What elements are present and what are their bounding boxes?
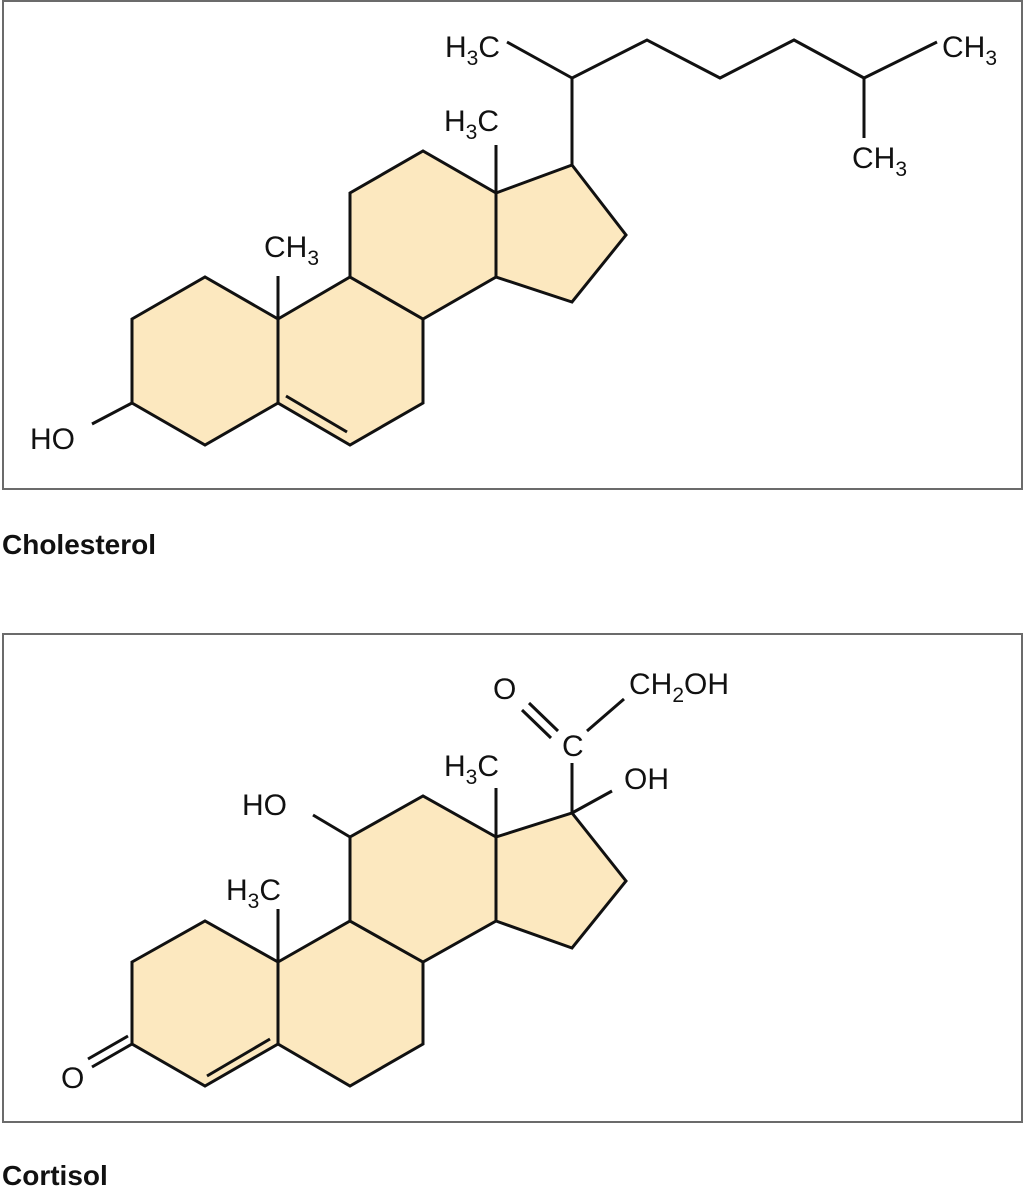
cholesterol-ring-a [130, 275, 280, 447]
cortisol-co-double-2 [520, 708, 553, 740]
cholesterol-label-ch3-right: CH3 [942, 31, 997, 70]
cholesterol-caption: Cholesterol [2, 529, 157, 560]
cholesterol-ring-d [494, 163, 628, 304]
cholesterol-label-h3c-side: H3C [445, 31, 500, 70]
cortisol-ch2oh-bond [586, 697, 625, 733]
cortisol-label-o-ring: O [61, 1062, 84, 1095]
cortisol-ring-d [494, 811, 628, 950]
cholesterol-ho-bond [91, 401, 133, 426]
cortisol-label-oh-ring: OH [624, 763, 669, 796]
cortisol-label-h3c-left: H3C [226, 874, 281, 913]
cortisol-keto-bond-1 [91, 1042, 133, 1069]
cortisol-label-ch2oh: CH2OH [629, 668, 729, 707]
cortisol-caption: Cortisol [2, 1160, 108, 1191]
cholesterol-label-ho: HO [30, 423, 75, 456]
cortisol-ring-a [130, 919, 280, 1088]
cortisol-keto-bond-2 [87, 1034, 129, 1061]
cholesterol-double-bond [285, 394, 348, 434]
cholesterol-label-ch3-lower: CH3 [852, 142, 907, 181]
cortisol-co-double-1 [527, 701, 560, 733]
cortisol-structure: O CH2OH C H3C OH HO H3C O [61, 668, 729, 1095]
cholesterol-h3c-side-bond [506, 40, 573, 80]
cortisol-ho-bond [312, 813, 351, 839]
cortisol-double-bond [206, 1037, 271, 1078]
cortisol-panel: O CH2OH C H3C OH HO H3C O [2, 633, 1023, 1123]
cortisol-label-c: C [562, 730, 584, 763]
cortisol-label-h3c-ring: H3C [444, 750, 499, 789]
cholesterol-panel: H3C CH3 CH3 H3C CH3 HO [2, 0, 1023, 490]
cholesterol-structure: H3C CH3 CH3 H3C CH3 HO [30, 31, 997, 456]
cholesterol-label-h3c-ring: H3C [444, 105, 499, 144]
cortisol-label-ho-ring: HO [242, 789, 287, 822]
cortisol-label-o-keto: O [493, 673, 516, 706]
cholesterol-label-ch3-ring: CH3 [264, 231, 319, 270]
cortisol-oh-bond [571, 789, 613, 815]
